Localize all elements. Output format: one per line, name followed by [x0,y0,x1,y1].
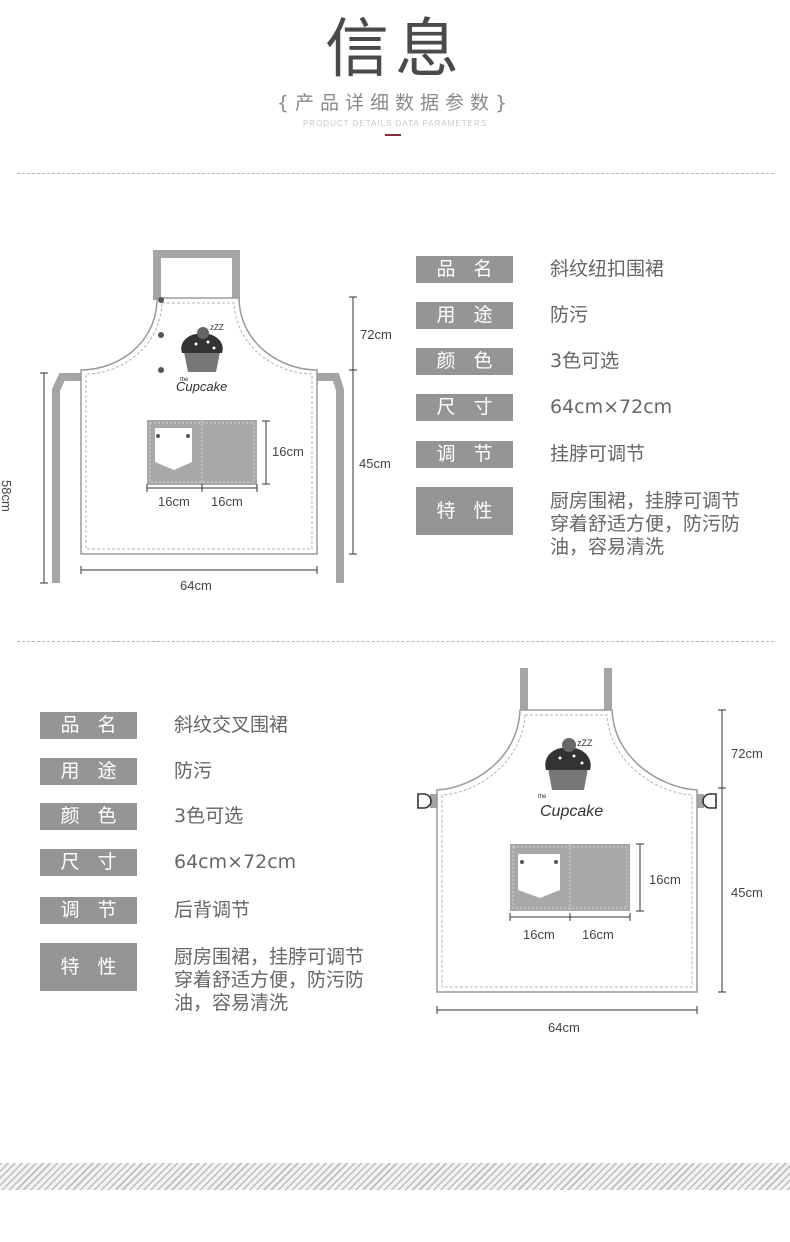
dimension-lines [40,296,357,584]
button-dot [158,367,164,373]
spec-value: 防污 [174,760,213,782]
dim-width: 64cm [548,1020,580,1035]
right-ring [702,793,717,809]
spec-label: 尺寸 [40,849,137,876]
dim-width: 64cm [180,578,212,593]
cupcake-logo: zZZ the Cupcake [176,323,227,394]
spec-value: 后背调节 [174,899,251,921]
spec-value: 64cm×72cm [174,851,297,873]
svg-text:zZZ: zZZ [210,323,224,332]
shoulder-straps [520,668,612,710]
right-waist-tie [317,373,344,583]
spec-label: 颜色 [416,348,513,375]
dim-pocket-left-width: 16cm [523,927,555,942]
spec-label: 调节 [416,441,513,468]
page-subtitle-english: PRODUCT DETAILS DATA PARAMETERS [302,119,488,128]
spec-label: 特性 [40,943,137,991]
page-title: 信息 [325,13,465,87]
svg-text:Cupcake: Cupcake [540,803,603,820]
spec-value: 厨房围裙，挂脖可调节 穿着舒适方便，防污防 油，容易清洗 [550,490,741,558]
dim-pocket-right-width: 16cm [211,494,243,509]
pocket-flap [518,854,560,898]
apron-diagram-cross: zZZ the Cupcake [417,668,726,1014]
spec-label: 特性 [416,487,513,535]
spec-value: 厨房围裙，挂脖可调节 穿着舒适方便，防污防 油，容易清洗 [174,946,365,1014]
dim-pocket-height: 16cm [272,444,304,459]
spec-label: 调节 [40,897,137,924]
dim-bottom-height: 45cm [359,456,391,471]
svg-text:the: the [180,377,189,383]
button-dot [158,297,164,303]
section-divider-top [17,173,774,174]
spec-label: 品名 [416,256,513,283]
cupcake-logo: zZZ the Cupcake [538,738,603,820]
section-divider-middle [17,641,774,642]
dim-top-height: 72cm [360,327,392,342]
dim-bottom-height: 45cm [731,885,763,900]
apron-diagram-button: zZZ the Cupcake [40,250,357,584]
spec-value: 3色可选 [550,350,620,372]
dim-pocket-left-width: 16cm [158,494,190,509]
dim-pocket-right-width: 16cm [582,927,614,942]
spec-value: 64cm×72cm [550,396,673,418]
spec-label: 用途 [40,758,137,785]
svg-text:the: the [538,794,547,800]
spec-label: 颜色 [40,803,137,830]
spec-value: 防污 [550,304,589,326]
pocket-flap [155,428,192,470]
button-dot [158,332,164,338]
spec-value: 斜纹交叉围裙 [174,714,289,736]
spec-value: 挂脖可调节 [550,443,646,465]
spec-value: 斜纹纽扣围裙 [550,258,665,280]
dim-top-height: 72cm [731,746,763,761]
page-subtitle: {产品详细数据参数} [276,92,514,114]
spec-label: 品名 [40,712,137,739]
spec-value: 3色可选 [174,805,244,827]
dim-side-height: 58cm [0,480,14,512]
svg-text:Cupcake: Cupcake [176,379,227,394]
left-waist-tie [52,373,81,583]
svg-text:zZZ: zZZ [577,738,593,748]
spec-label: 用途 [416,302,513,329]
footer-stripe-band [0,1163,790,1190]
spec-label: 尺寸 [416,394,513,421]
accent-bar [385,134,401,136]
neck-strap [153,250,240,300]
left-ring [417,793,432,809]
dimension-lines [436,709,726,1014]
dim-pocket-height: 16cm [649,872,681,887]
